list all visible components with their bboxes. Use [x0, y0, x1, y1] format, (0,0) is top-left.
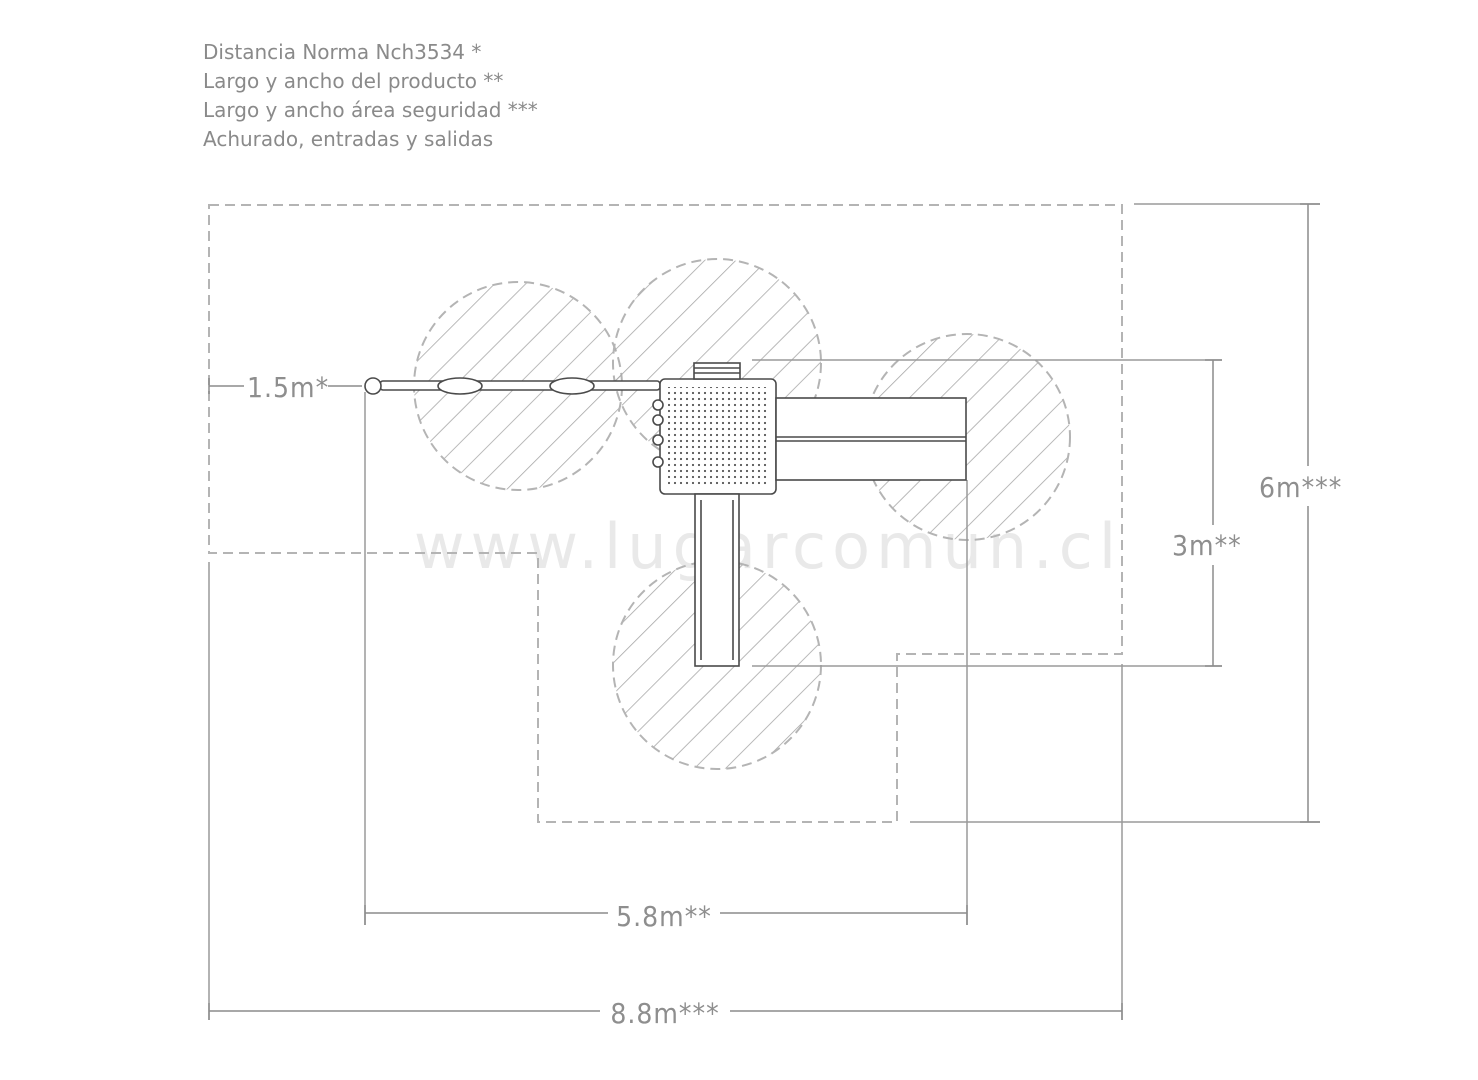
legend-product-size: Largo y ancho del producto ** [203, 69, 504, 93]
climbing-hold [652, 414, 664, 426]
swing-end-cap [364, 377, 382, 395]
dim-safety-width: 6m*** [1259, 471, 1342, 504]
product-reference-lines [208, 203, 1320, 1020]
swing-seat-left [437, 377, 483, 395]
climbing-hold [652, 456, 664, 468]
slide [775, 397, 967, 481]
safety-area-outline [208, 204, 1123, 823]
legend-norm-distance: Distancia Norma Nch3534 * [203, 40, 482, 64]
dimension-lines [208, 203, 1320, 1020]
playground-structure [364, 362, 967, 667]
dim-product-width: 3m** [1172, 529, 1242, 562]
dim-product-length: 5.8m** [616, 900, 712, 933]
legend: Distancia Norma Nch3534 * Largo y ancho … [203, 38, 538, 154]
swing-beam [379, 380, 661, 391]
legend-safety-area: Largo y ancho área seguridad *** [203, 98, 538, 122]
legend-hatch: Achurado, entradas y salidas [203, 127, 494, 151]
ramp [694, 493, 740, 667]
climbing-hold [652, 434, 664, 446]
dim-norm-distance: 1.5m* [247, 371, 329, 404]
dim-safety-length: 8.8m*** [610, 997, 719, 1030]
swing-seat-right [549, 377, 595, 395]
ladder [693, 362, 741, 380]
climbing-hold [652, 399, 664, 411]
tower-deck-texture [668, 387, 768, 486]
